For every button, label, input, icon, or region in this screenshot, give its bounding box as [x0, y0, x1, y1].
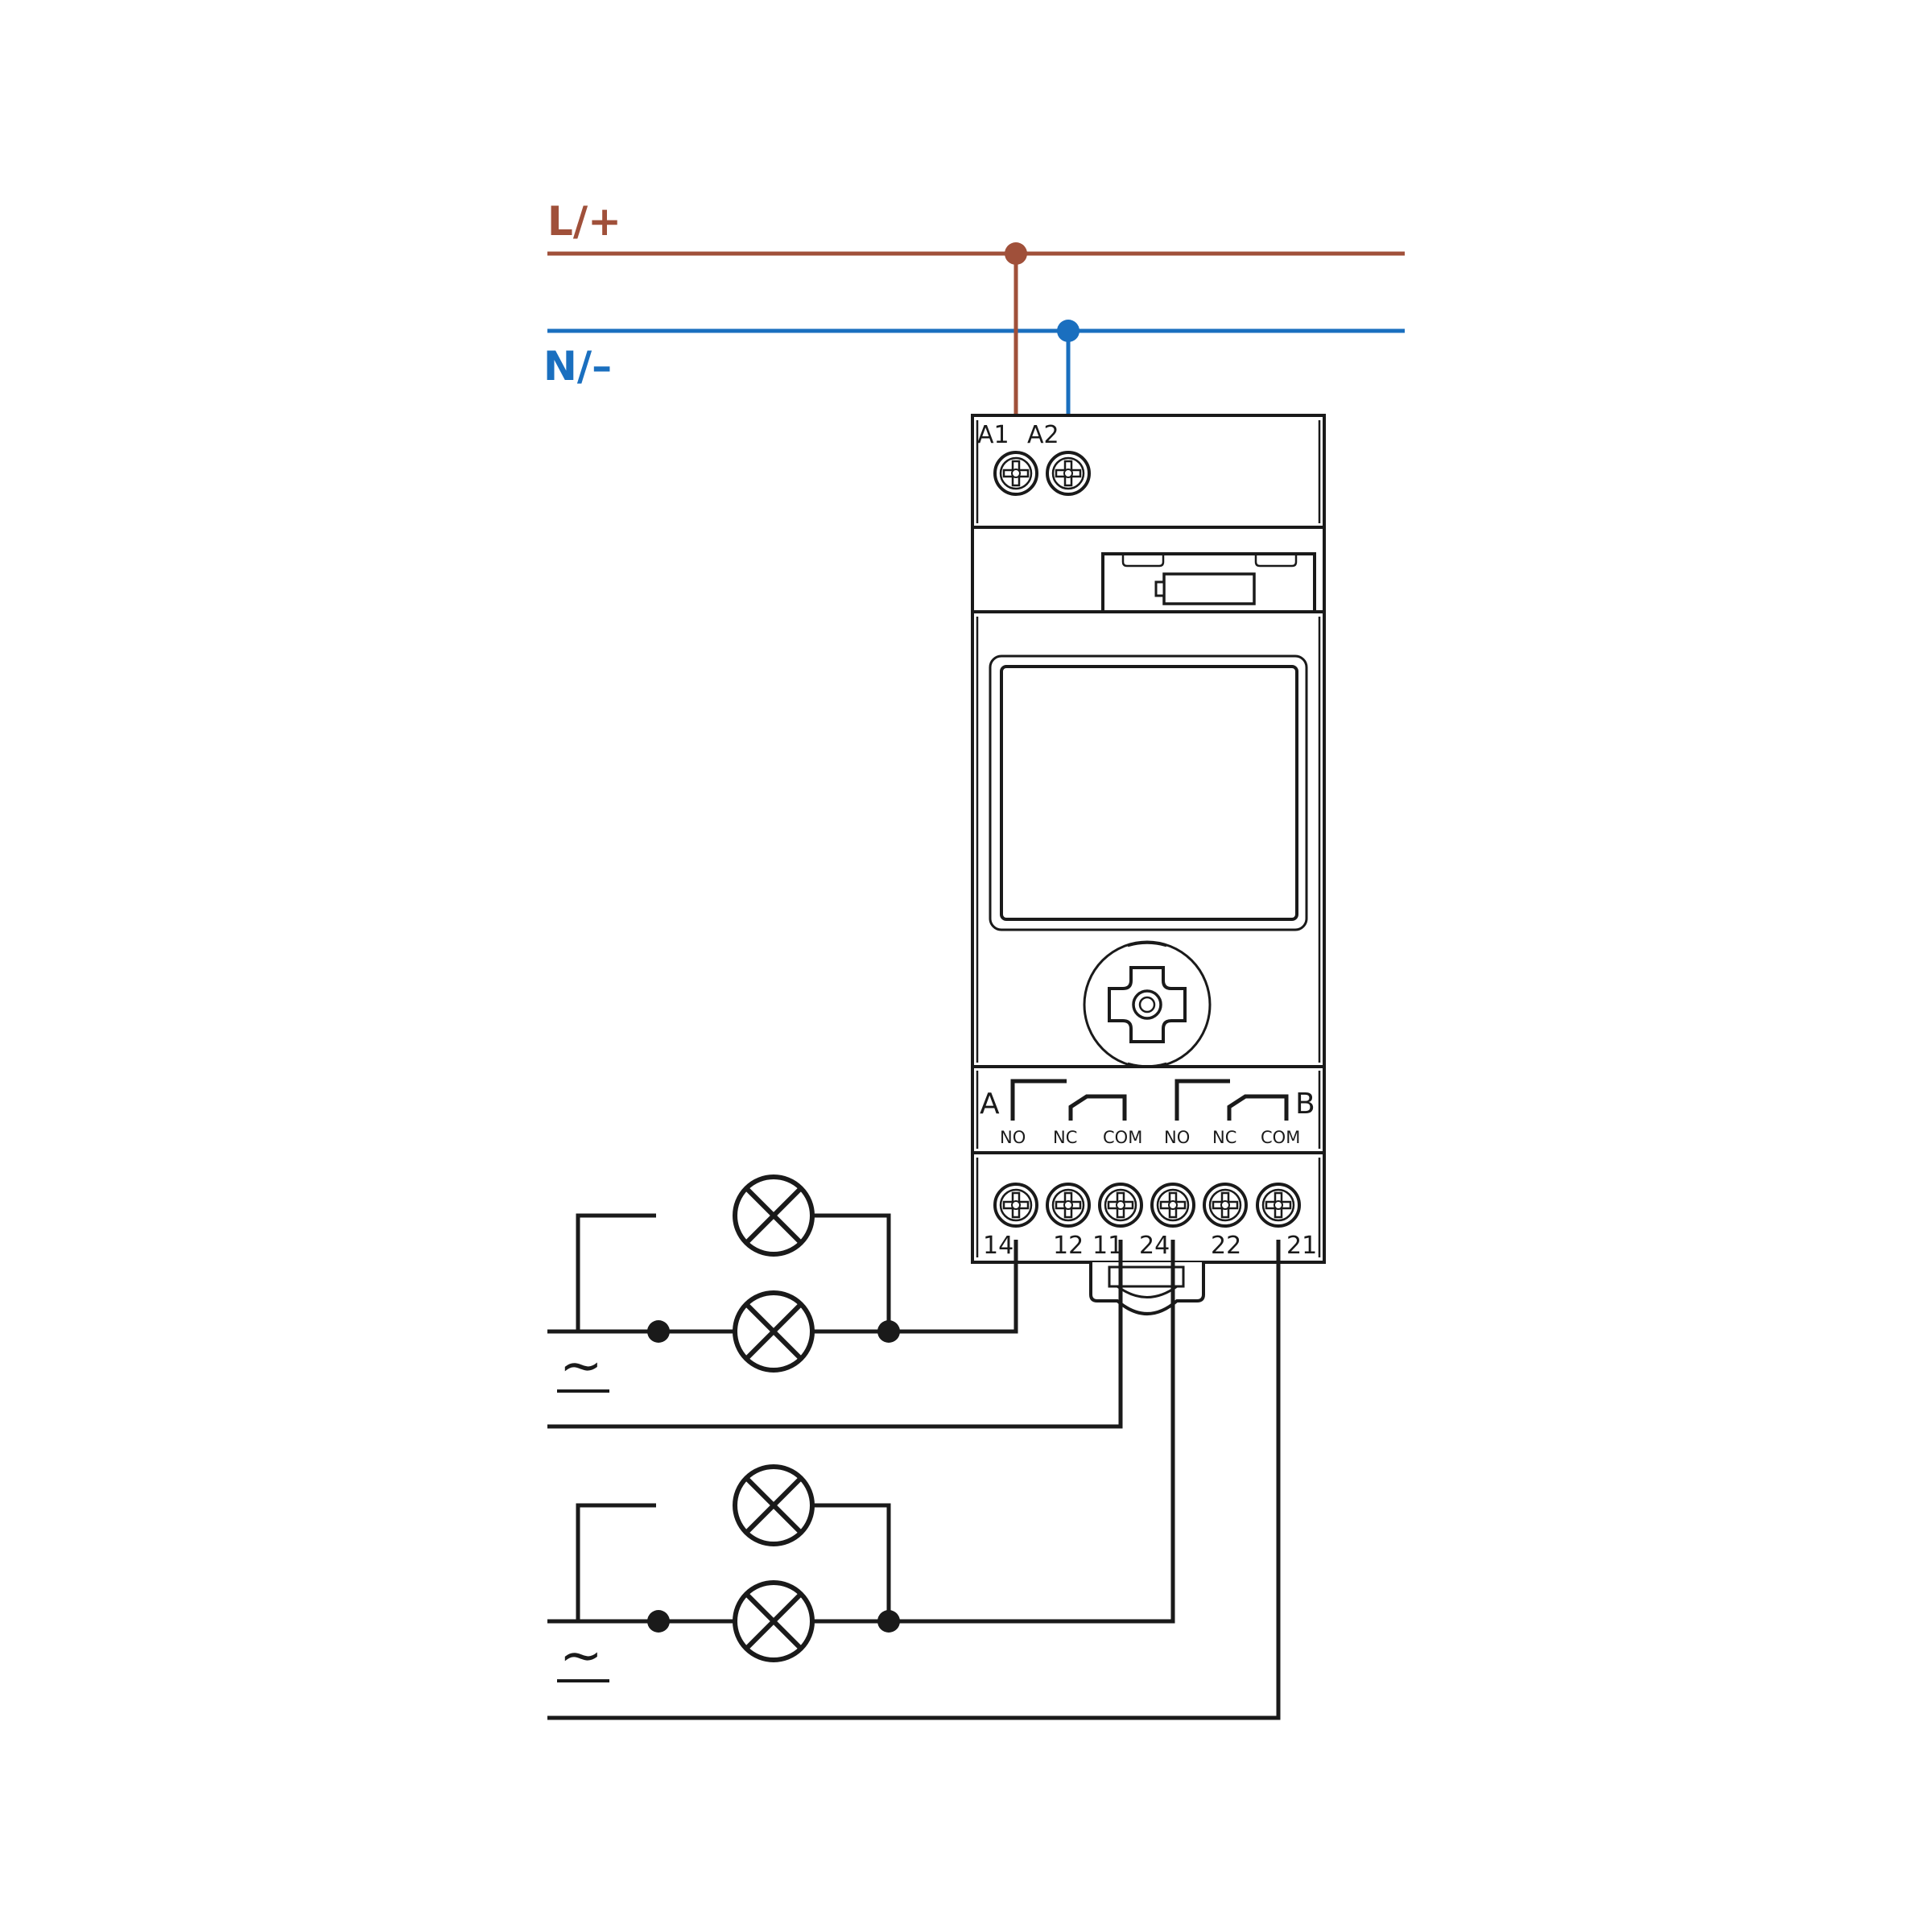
- neutral-label: N/–: [543, 343, 612, 390]
- knob-icon[interactable]: [1083, 940, 1212, 1069]
- relay-a-contact-no: NO: [1000, 1128, 1026, 1147]
- lamp-icon: [735, 1467, 812, 1544]
- junction: [647, 1320, 670, 1343]
- screw-terminal-icon[interactable]: [1098, 1183, 1143, 1228]
- terminal-label-14: 14: [983, 1232, 1013, 1260]
- relay-a-symbol: A NO NC COM: [980, 1079, 1142, 1147]
- terminal-label-22: 22: [1211, 1232, 1241, 1260]
- screw-terminal-icon[interactable]: [993, 451, 1038, 496]
- battery-icon: [1154, 572, 1256, 605]
- relay-b-label: B: [1295, 1088, 1315, 1121]
- junction-neutral: [1057, 320, 1080, 342]
- svg-text:∼: ∼: [559, 1626, 603, 1686]
- bus-line: L/+: [547, 198, 1405, 256]
- terminal-label-a1: A1: [977, 421, 1009, 449]
- terminal-label-24: 24: [1139, 1232, 1170, 1260]
- lamp-icon: [735, 1293, 812, 1370]
- terminal-label-21: 21: [1286, 1232, 1317, 1260]
- screw-terminal-icon[interactable]: [993, 1183, 1038, 1228]
- screw-terminal-icon[interactable]: [1046, 1183, 1091, 1228]
- relay-a-contact-nc: NC: [1053, 1128, 1077, 1147]
- lcd-display: [1000, 665, 1298, 921]
- lamp-icon: [735, 1177, 812, 1254]
- relay-b-contact-no: NO: [1164, 1128, 1190, 1147]
- screw-terminal-icon[interactable]: [1150, 1183, 1195, 1228]
- relay-a-label: A: [980, 1088, 1000, 1121]
- junction: [877, 1610, 900, 1633]
- terminal-label-11: 11: [1092, 1232, 1123, 1260]
- bus-neutral: N/–: [543, 328, 1405, 390]
- svg-text:∼: ∼: [559, 1336, 603, 1396]
- ac-source-icon: ∼: [557, 1336, 609, 1396]
- ac-source-icon: ∼: [557, 1626, 609, 1686]
- relay-b-contact-com: COM: [1261, 1128, 1300, 1147]
- junction: [877, 1320, 900, 1343]
- line-label: L/+: [547, 198, 621, 245]
- screw-terminal-icon[interactable]: [1046, 451, 1091, 496]
- timer-relay-device: [971, 414, 1326, 1315]
- din-rail-clip: [1089, 1262, 1205, 1315]
- junction-line: [1005, 242, 1027, 265]
- screw-terminal-icon[interactable]: [1256, 1183, 1301, 1228]
- terminal-label-a2: A2: [1027, 421, 1059, 449]
- relay-b-contact-nc: NC: [1212, 1128, 1236, 1147]
- junction: [647, 1610, 670, 1633]
- load-circuit-2: ∼: [547, 1240, 1281, 1720]
- screw-terminal-icon[interactable]: [1203, 1183, 1248, 1228]
- lamp-icon: [735, 1583, 812, 1660]
- terminal-label-12: 12: [1053, 1232, 1084, 1260]
- relay-b-symbol: B NO NC COM: [1164, 1079, 1315, 1147]
- load-circuit-1: ∼: [547, 1177, 1123, 1429]
- relay-a-contact-com: COM: [1103, 1128, 1142, 1147]
